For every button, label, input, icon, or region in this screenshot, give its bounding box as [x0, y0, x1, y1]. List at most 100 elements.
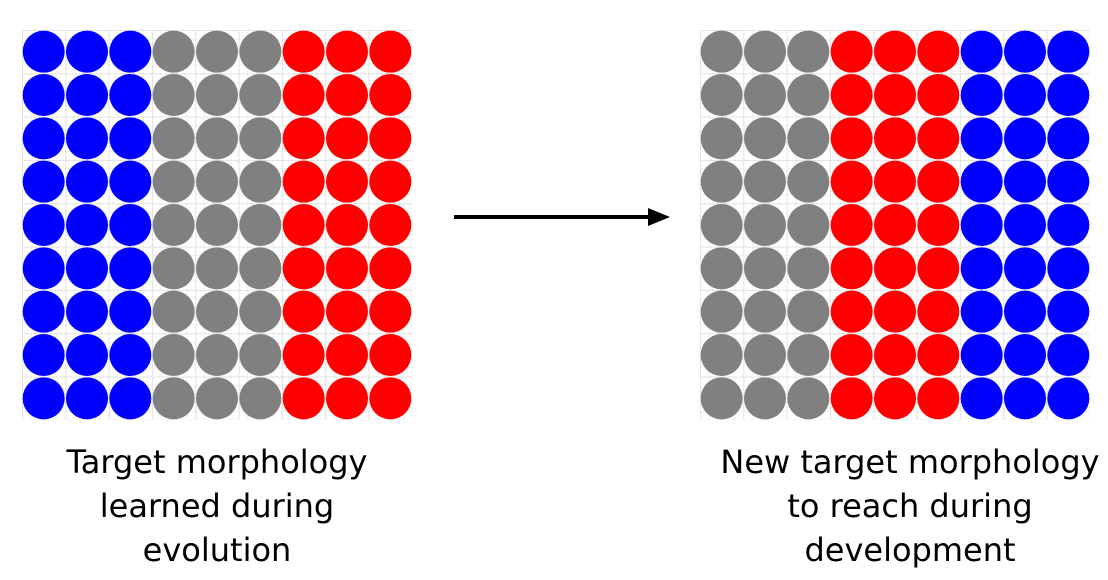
cell-dot-blue: [1003, 73, 1047, 117]
cell-dot-blue: [1003, 30, 1047, 73]
cell-dot-gray: [152, 30, 195, 73]
cell-dot-gray: [239, 247, 282, 290]
cell-dot-red: [369, 247, 412, 290]
cell-dot-blue: [960, 377, 1003, 420]
cell-dot-gray: [195, 30, 239, 73]
cell-dot-red: [282, 73, 325, 117]
cell-dot-blue: [65, 290, 109, 333]
cell-dot-blue: [960, 203, 1003, 247]
cell-dot-blue: [1047, 203, 1090, 247]
cell-dot-red: [917, 377, 960, 420]
cell-dot-red: [917, 333, 960, 377]
cell-dot-blue: [1047, 30, 1090, 73]
cell-dot-gray: [700, 247, 743, 290]
cell-dot-gray: [152, 247, 195, 290]
cell-dot-gray: [743, 203, 787, 247]
cell-dot-gray: [152, 290, 195, 333]
caption-line: evolution: [142, 531, 292, 569]
cell-dot-red: [873, 117, 917, 160]
cell-dot-red: [325, 117, 369, 160]
cell-dot-gray: [152, 117, 195, 160]
cell-dot-red: [830, 377, 873, 420]
cell-dot-blue: [109, 117, 152, 160]
cell-dot-gray: [239, 160, 282, 203]
cell-dot-red: [830, 333, 873, 377]
cell-dot-red: [917, 160, 960, 203]
cell-dot-red: [369, 377, 412, 420]
cell-dot-red: [917, 290, 960, 333]
caption-line: learned during: [99, 487, 335, 525]
cell-dot-blue: [65, 203, 109, 247]
cell-dot-gray: [787, 73, 830, 117]
cell-dot-red: [325, 333, 369, 377]
cell-dot-gray: [239, 203, 282, 247]
source-morphology-grid: [22, 30, 412, 420]
cell-dot-red: [325, 30, 369, 73]
cell-dot-red: [873, 247, 917, 290]
cell-dot-blue: [109, 73, 152, 117]
cell-dot-red: [325, 377, 369, 420]
caption-line: Target morphology: [66, 443, 368, 481]
cell-dot-blue: [1047, 160, 1090, 203]
cell-dot-blue: [65, 117, 109, 160]
cell-dot-gray: [743, 290, 787, 333]
cell-dot-blue: [1003, 377, 1047, 420]
cell-dot-blue: [1047, 290, 1090, 333]
right-arrow-icon: [454, 208, 670, 226]
cell-dot-gray: [195, 377, 239, 420]
cell-dot-blue: [1003, 290, 1047, 333]
cell-dot-gray: [787, 203, 830, 247]
cell-dot-blue: [109, 290, 152, 333]
source-morphology-dots: [22, 30, 412, 420]
cell-dot-gray: [787, 247, 830, 290]
cell-dot-gray: [700, 117, 743, 160]
caption-line: to reach during: [787, 487, 1033, 525]
cell-dot-red: [325, 203, 369, 247]
cell-dot-blue: [1047, 73, 1090, 117]
cell-dot-gray: [195, 203, 239, 247]
cell-dot-gray: [700, 377, 743, 420]
cell-dot-gray: [700, 160, 743, 203]
cell-dot-red: [917, 247, 960, 290]
arrow-head: [648, 208, 670, 226]
cell-dot-gray: [700, 203, 743, 247]
source-morphology-caption: Target morphology learned during evoluti…: [17, 440, 417, 572]
cell-dot-blue: [960, 117, 1003, 160]
cell-dot-red: [830, 160, 873, 203]
cell-dot-red: [369, 333, 412, 377]
cell-dot-blue: [22, 333, 65, 377]
cell-dot-gray: [743, 247, 787, 290]
cell-dot-gray: [700, 30, 743, 73]
cell-dot-red: [282, 30, 325, 73]
cell-dot-blue: [960, 290, 1003, 333]
cell-dot-gray: [700, 73, 743, 117]
cell-dot-blue: [22, 160, 65, 203]
target-morphology-grid: [700, 30, 1090, 420]
cell-dot-blue: [960, 30, 1003, 73]
cell-dot-gray: [787, 160, 830, 203]
cell-dot-blue: [109, 30, 152, 73]
cell-dot-blue: [1003, 247, 1047, 290]
cell-dot-red: [282, 333, 325, 377]
cell-dot-red: [873, 290, 917, 333]
cell-dot-red: [325, 73, 369, 117]
cell-dot-red: [830, 30, 873, 73]
cell-dot-red: [282, 290, 325, 333]
caption-line: New target morphology: [720, 443, 1100, 481]
cell-dot-blue: [1047, 247, 1090, 290]
cell-dot-gray: [239, 377, 282, 420]
cell-dot-red: [873, 377, 917, 420]
cell-dot-red: [873, 73, 917, 117]
cell-dot-blue: [1047, 333, 1090, 377]
cell-dot-gray: [743, 73, 787, 117]
cell-dot-gray: [787, 290, 830, 333]
cell-dot-red: [830, 203, 873, 247]
cell-dot-gray: [152, 377, 195, 420]
cell-dot-gray: [239, 117, 282, 160]
cell-dot-blue: [22, 247, 65, 290]
cell-dot-blue: [1003, 117, 1047, 160]
cell-dot-gray: [787, 377, 830, 420]
cell-dot-blue: [109, 203, 152, 247]
cell-dot-gray: [195, 160, 239, 203]
cell-dot-red: [917, 30, 960, 73]
